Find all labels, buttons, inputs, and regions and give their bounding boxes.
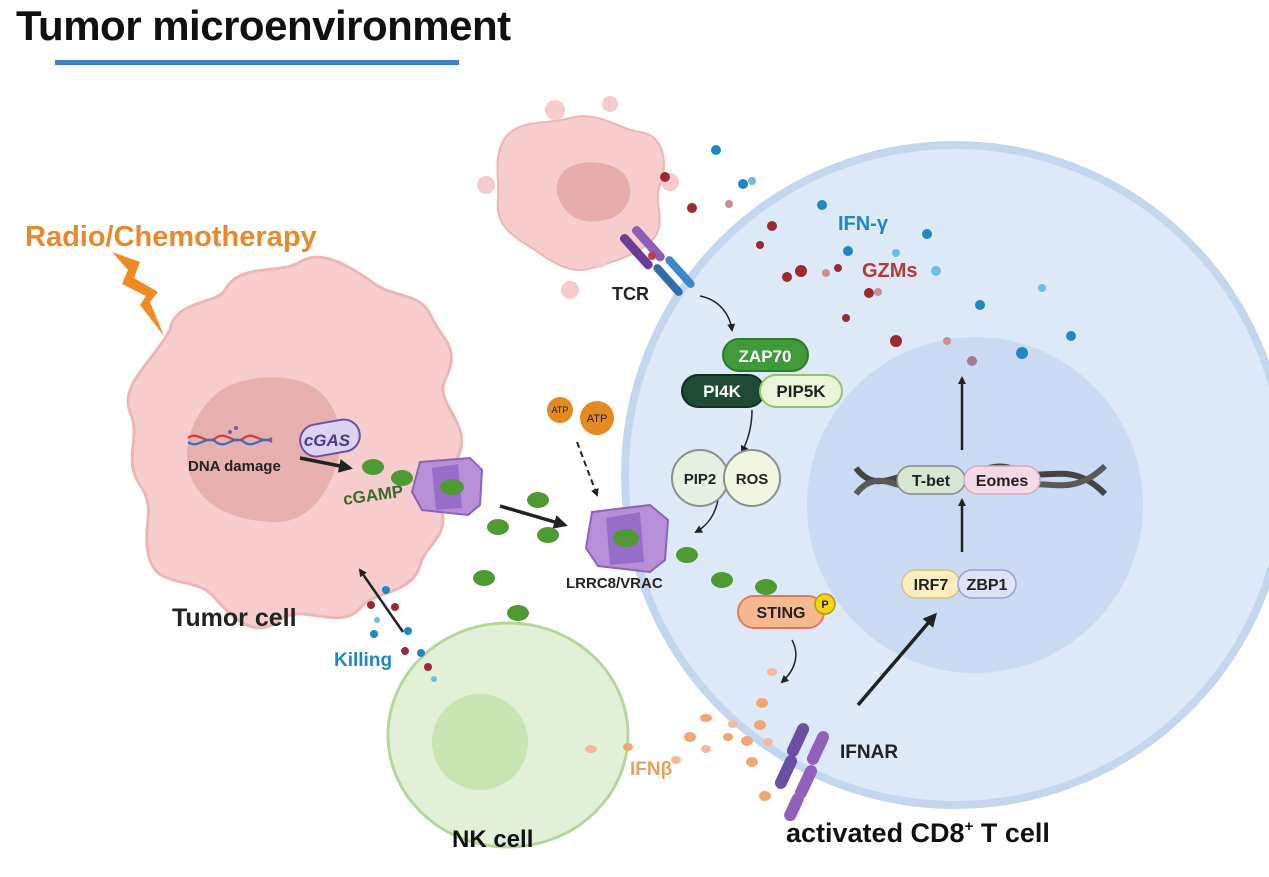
t-cell-nucleus [807, 337, 1143, 673]
zap70-node: ZAP70 [722, 338, 809, 372]
zbp1-label: ZBP1 [967, 577, 1008, 594]
pi4k-node: PI4K [681, 374, 765, 408]
irf7-node: IRF7 [901, 569, 961, 599]
cytokine-dots [660, 145, 1076, 366]
nk-cell-label: NK cell [452, 826, 533, 853]
tcr-label: TCR [612, 284, 649, 304]
atp-label-1: ATP [552, 405, 569, 415]
tumor-cell [126, 255, 464, 630]
tbet-node: T-bet [896, 465, 966, 495]
vrac-channel-icon [410, 456, 484, 517]
fragment-bleb [594, 256, 606, 268]
fragment-bleb [477, 176, 495, 194]
arrow-cgas-to-cgamp [299, 456, 353, 473]
gzms-label: GZMs [862, 260, 918, 282]
cgamp-molecule [507, 605, 529, 621]
page-title: Tumor microenvironment [16, 2, 511, 49]
cgas-label: cGAS [304, 431, 351, 450]
arrow-killing [358, 568, 405, 633]
ifn-beta-dots [585, 668, 777, 801]
sting-node: STING P [737, 593, 836, 629]
zap70-label: ZAP70 [739, 347, 792, 366]
fragment-bleb [545, 100, 565, 120]
lrrc8-vrac-label: LRRC8/VRAC [566, 575, 663, 592]
cgamp-molecule [711, 572, 733, 588]
cgamp-molecule [527, 492, 549, 508]
arrow-atp-to-vrac [576, 441, 599, 497]
zbp1-node: ZBP1 [957, 569, 1017, 599]
cgas-node: cGAS [299, 418, 361, 458]
cgamp-molecule [362, 459, 384, 475]
atp-molecule: ATP [547, 397, 573, 423]
cd8-superscript: + [965, 818, 974, 835]
nk-cell-nucleus [432, 694, 528, 790]
lightning-icon [112, 252, 164, 336]
cgamp-molecule [537, 527, 559, 543]
arrow-tcr-to-zap70 [699, 295, 736, 332]
ifnar-label: IFNAR [840, 742, 898, 763]
tcr-receptor-icon [619, 225, 695, 296]
dna-damage-label: DNA damage [188, 458, 281, 475]
cgamp-molecule [676, 547, 698, 563]
cgamp-molecule [487, 519, 509, 535]
cgamp-molecule [391, 470, 413, 486]
tumor-cell-label: Tumor cell [172, 604, 297, 632]
cd8-suffix: T cell [973, 818, 1050, 848]
eomes-node: Eomes [963, 465, 1041, 495]
irf7-label: IRF7 [914, 577, 949, 594]
arrow-pip2-to-vrac [694, 499, 719, 534]
ifnar-receptor-icon [774, 723, 830, 822]
ifn-beta-label: IFNβ [630, 759, 672, 780]
pip5k-label: PIP5K [776, 382, 826, 401]
atp-molecule: ATP [580, 401, 614, 435]
dna-helix-icon [187, 426, 273, 446]
arrows [299, 295, 966, 707]
cd8-prefix: activated CD8 [786, 818, 965, 848]
cgamp-molecule [473, 570, 495, 586]
ifn-gamma-label: IFN-γ [838, 213, 889, 235]
fragment-bleb [561, 281, 579, 299]
cgamp-molecule [755, 579, 777, 595]
pi4k-label: PI4K [703, 382, 742, 401]
cgamp-molecules [362, 459, 777, 621]
pip2-node: PIP2 [671, 449, 729, 507]
title-underline [55, 60, 459, 65]
cd8-t-cell-label: activated CD8+ T cell [786, 818, 1050, 848]
tbet-label: T-bet [912, 473, 951, 490]
killing-dots [367, 586, 437, 682]
phospho-label: P [821, 599, 828, 611]
pip5k-node: PIP5K [759, 374, 843, 408]
tumor-fragment-nucleus [556, 162, 631, 222]
arrow-cgamp-to-vrac [499, 504, 568, 529]
arrow-pi4k-to-pip2 [741, 409, 753, 454]
sting-label: STING [757, 605, 806, 622]
ros-label: ROS [736, 471, 769, 488]
arrow-ifnar-to-irf7 [856, 612, 937, 707]
eomes-label: Eomes [976, 473, 1029, 490]
nk-cell [386, 621, 630, 849]
tumor-cell-nucleus [186, 377, 341, 523]
radio-chemo-label: Radio/Chemotherapy [25, 221, 317, 253]
lrrc8-vrac-channel [584, 503, 670, 574]
atp-label-2: ATP [587, 413, 608, 425]
ros-node: ROS [723, 449, 781, 507]
fragment-bleb [513, 215, 527, 229]
fragment-bleb [602, 96, 618, 112]
tumor-fragment [477, 96, 679, 299]
arrow-sting-to-ifnb [780, 639, 797, 684]
pip2-label: PIP2 [684, 471, 717, 488]
killing-label: Killing [334, 650, 392, 671]
